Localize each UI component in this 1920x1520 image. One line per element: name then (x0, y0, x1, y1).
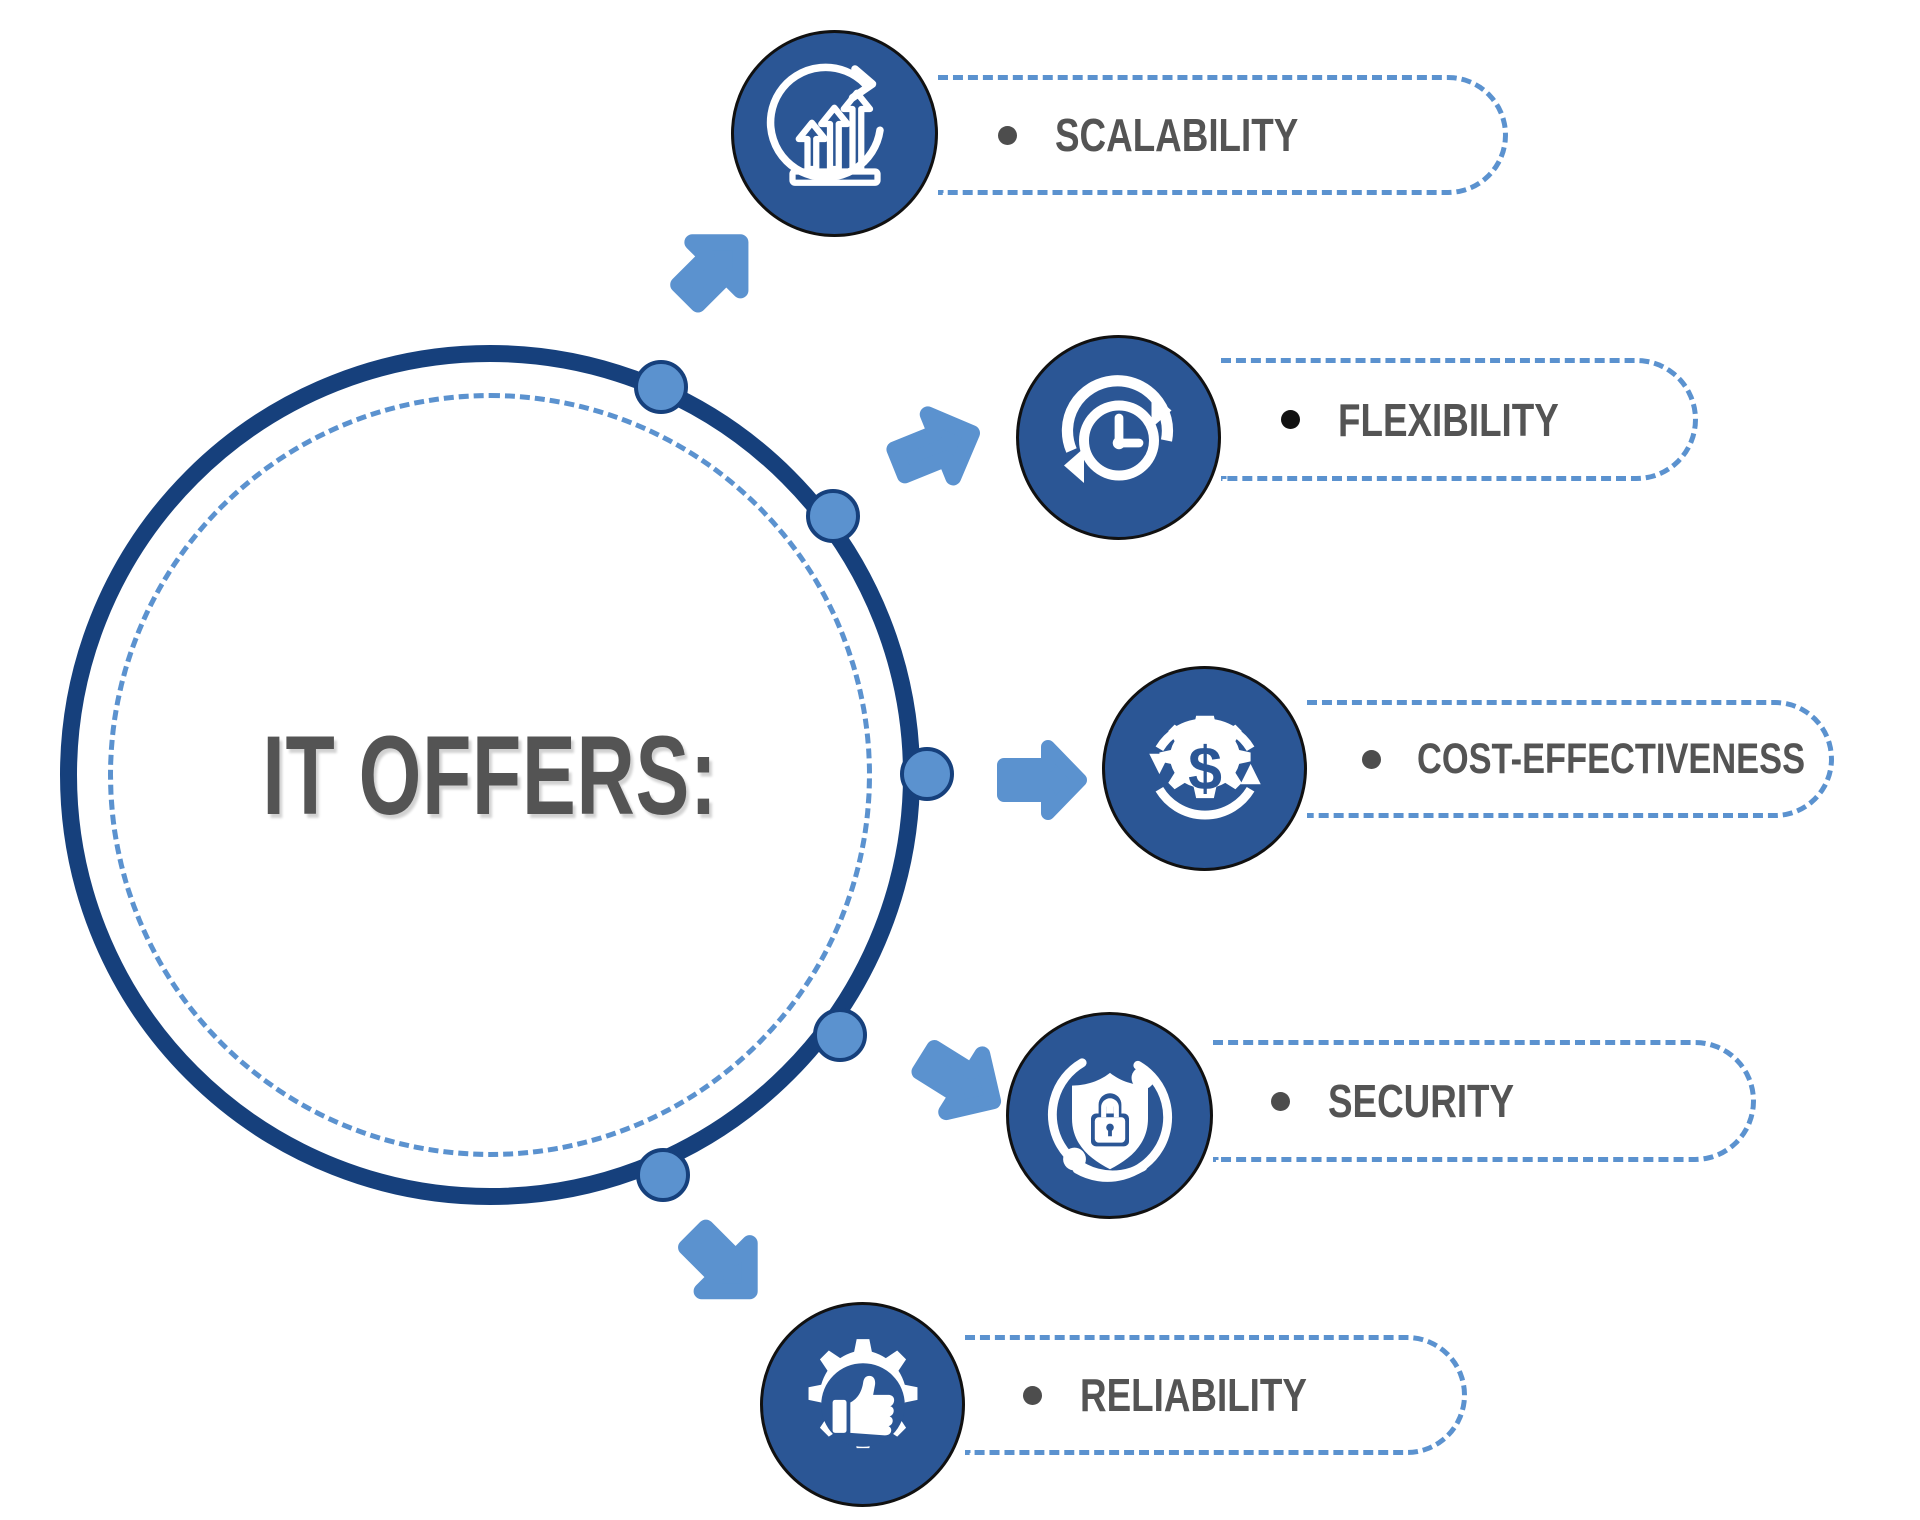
ring-node-5 (636, 1148, 690, 1202)
bullet-reliability (1023, 1385, 1042, 1405)
arrow-to-cost-effectiveness (982, 735, 1102, 825)
growth-arrows-icon (731, 30, 938, 237)
thumbs-up-gear-icon (760, 1302, 965, 1507)
arrow-to-flexibility (872, 400, 1012, 510)
arrow-to-security (890, 1030, 1030, 1150)
bullet-flexibility (1281, 410, 1300, 429)
label-security: SECURITY (1328, 1075, 1515, 1127)
arrow-to-scalability (662, 222, 792, 347)
pill-scalability[interactable]: SCALABILITY (938, 75, 1508, 195)
shield-lock-icon (1006, 1012, 1213, 1219)
label-cost-effectiveness: COST-EFFECTIVENESS (1417, 734, 1806, 783)
gear-dollar-icon: $ (1102, 666, 1307, 871)
pill-security[interactable]: SECURITY (1213, 1040, 1756, 1162)
pill-reliability[interactable]: RELIABILITY (965, 1335, 1467, 1455)
clock-refresh-icon (1016, 335, 1221, 540)
ring-node-1 (634, 360, 688, 414)
label-flexibility: FLEXIBILITY (1338, 393, 1559, 446)
ring-node-4 (813, 1008, 867, 1062)
arrow-to-reliability (650, 1200, 790, 1340)
svg-text:$: $ (1188, 734, 1222, 802)
ring-node-2 (806, 489, 860, 543)
hub-inner-dashed-ring (108, 393, 872, 1157)
bullet-security (1271, 1091, 1290, 1111)
ring-node-3 (900, 747, 954, 801)
hub-title: IT OFFERS: (262, 712, 718, 838)
bullet-scalability (998, 125, 1017, 145)
label-scalability: SCALABILITY (1055, 109, 1299, 161)
label-reliability: RELIABILITY (1080, 1369, 1307, 1421)
bullet-cost-effectiveness (1362, 749, 1381, 769)
pill-cost-effectiveness[interactable]: COST-EFFECTIVENESS (1307, 700, 1834, 818)
pill-flexibility[interactable]: FLEXIBILITY (1221, 358, 1698, 481)
central-hub: IT OFFERS: (60, 345, 920, 1205)
